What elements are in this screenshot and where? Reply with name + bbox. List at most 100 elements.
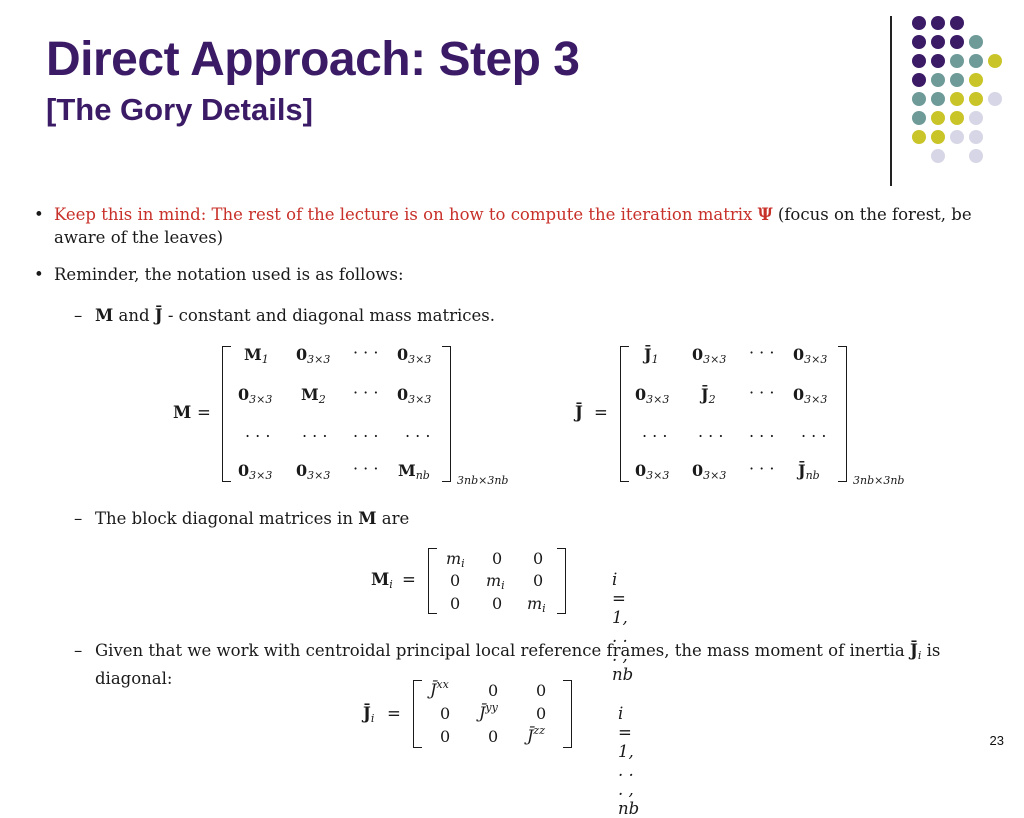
cell-M2: M2 [301, 385, 326, 406]
cell-Jyy: J̄yy [479, 701, 498, 722]
dot-teal [912, 111, 926, 125]
cell-ldots: . . . [642, 422, 668, 441]
left-bracket [620, 346, 629, 482]
math-jbar: J̄ [910, 641, 918, 660]
dot-olive [950, 92, 964, 106]
sub-item-text: The block diagonal matrices in M are [95, 507, 995, 530]
decorative-dot-grid [0, 0, 1024, 190]
divider-line [890, 16, 892, 186]
cell-zero: 03×3 [793, 345, 828, 366]
cell-ldots: . . . [801, 422, 827, 441]
cell-J1: J̄1 [644, 345, 659, 366]
cell-ldots: . . . [405, 422, 431, 441]
bullet-marker: • [34, 265, 44, 284]
sub-item-lead: The block diagonal matrices in [95, 509, 353, 528]
matrix-size-label: 3nb×3nb [457, 474, 509, 487]
dot-olive [950, 111, 964, 125]
dot-purple [931, 16, 945, 30]
dot-olive [931, 111, 945, 125]
cell-zero: 03×3 [692, 345, 727, 366]
cell-mi: mi [446, 549, 465, 570]
dot-teal [950, 73, 964, 87]
dot-purple [931, 35, 945, 49]
left-bracket [413, 680, 422, 748]
cell-ldots: . . . [749, 422, 775, 441]
math-jbar: J̄ [154, 306, 163, 325]
cell-zero: 03×3 [296, 345, 331, 366]
cell-zero: 03×3 [397, 385, 432, 406]
cell-zero: 03×3 [692, 461, 727, 482]
dot-purple [931, 54, 945, 68]
dot-teal [912, 92, 926, 106]
cell-dots: · · · [749, 343, 775, 362]
matrix-size-label: 3nb×3nb [853, 474, 905, 487]
index-range: i = 1, . . . , nb [612, 570, 634, 684]
cell-zero: 0 [450, 571, 461, 590]
cell-zero: 0 [536, 704, 547, 723]
cell-zero: 0 [492, 549, 503, 568]
sub-item-lead: Given that we work with centroidal princ… [95, 641, 905, 660]
cell-Mnb: Mnb [398, 461, 430, 482]
dot-teal [950, 54, 964, 68]
psi-symbol: Ψ [757, 205, 773, 224]
left-bracket [222, 346, 231, 482]
cell-zero: 0 [533, 549, 544, 568]
cell-J2: J̄2 [701, 385, 716, 406]
right-bracket [557, 548, 566, 614]
dot-olive [912, 130, 926, 144]
cell-ldots: . . . [698, 422, 724, 441]
dot-purple [950, 16, 964, 30]
sub-item-rest: - constant and diagonal mass matrices. [167, 306, 496, 325]
dot-lavender [969, 111, 983, 125]
math-m: M [95, 306, 114, 325]
cell-zero: 0 [488, 727, 499, 746]
dot-purple [912, 35, 926, 49]
bullet-marker: • [34, 205, 44, 224]
cell-zero: 0 [488, 681, 499, 700]
sub-item-text: M and J̄ - constant and diagonal mass ma… [95, 304, 995, 327]
dot-olive [969, 92, 983, 106]
cell-ldots: . . . [353, 422, 379, 441]
matrix-lhs: J̄ [575, 403, 583, 422]
dot-lavender [950, 130, 964, 144]
dot-olive [931, 130, 945, 144]
equals-sign: = [197, 403, 211, 422]
dot-teal [969, 35, 983, 49]
dot-lavender [988, 92, 1002, 106]
index-range: i = 1, . . . , nb [618, 704, 640, 818]
cell-mi: mi [527, 594, 546, 615]
matrix-lhs: J̄i [363, 704, 375, 725]
cell-M1: M1 [244, 345, 269, 366]
dot-olive [969, 73, 983, 87]
cell-zero: 03×3 [635, 461, 670, 482]
cell-zero: 03×3 [635, 385, 670, 406]
cell-dots: · · · [749, 459, 775, 478]
sub-item-text: Given that we work with centroidal princ… [95, 639, 995, 690]
equals-sign: = [402, 570, 416, 589]
cell-mi: mi [486, 571, 505, 592]
bullet-text: Keep this in mind: The rest of the lectu… [54, 203, 994, 249]
page-number: 23 [989, 733, 1004, 748]
cell-zero: 03×3 [793, 385, 828, 406]
slide-title: Direct Approach: Step 3 [46, 33, 580, 86]
matrix-lhs: M [173, 403, 192, 422]
cell-Jnb: J̄nb [798, 461, 820, 482]
bullet-rest: (focus on the forest, be aware of the le… [54, 205, 972, 247]
dot-purple [912, 73, 926, 87]
dot-lavender [969, 149, 983, 163]
dot-purple [912, 54, 926, 68]
matrix-lhs: Mi [371, 570, 393, 591]
dash-marker: – [74, 306, 83, 325]
dash-marker: – [74, 641, 83, 660]
math-index: i [917, 649, 922, 662]
word-and: and [118, 306, 150, 325]
cell-zero: 0 [440, 704, 451, 723]
dash-marker: – [74, 509, 83, 528]
slide-subtitle: [The Gory Details] [46, 92, 313, 127]
right-bracket [838, 346, 847, 482]
cell-dots: · · · [353, 459, 379, 478]
sub-item-rest: are [381, 509, 410, 528]
dot-lavender [969, 130, 983, 144]
cell-dots: · · · [353, 343, 379, 362]
cell-zero: 0 [536, 681, 547, 700]
